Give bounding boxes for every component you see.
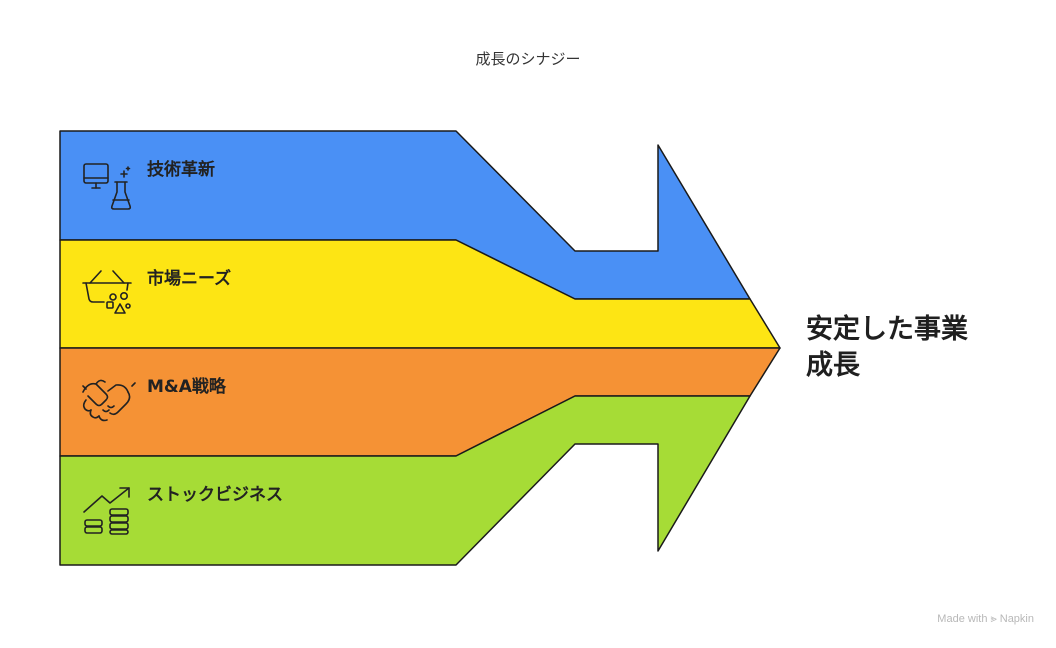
diagram-title: 成長のシナジー bbox=[475, 50, 581, 68]
band-label: ストックビジネス bbox=[147, 485, 283, 505]
band-label: 技術革新 bbox=[147, 159, 215, 180]
napkin-watermark: Made with ⪢ Napkin bbox=[937, 613, 1034, 625]
result-label: 安定した事業 成長 bbox=[806, 312, 1026, 384]
result-line-2: 成長 bbox=[806, 350, 860, 381]
computer-flask-icon bbox=[83, 163, 132, 210]
handshake-icon bbox=[82, 379, 136, 422]
band-ma: M&A戦略 bbox=[59, 347, 781, 457]
band-label: M&A戦略 bbox=[147, 376, 227, 397]
growth-coins-icon bbox=[83, 487, 130, 535]
band-shape bbox=[59, 395, 751, 566]
band-stock-business: ストックビジネス bbox=[59, 395, 751, 566]
band-label: 市場ニーズ bbox=[147, 268, 231, 289]
result-line-1: 安定した事業 bbox=[806, 314, 968, 345]
basket-shapes-icon bbox=[82, 270, 132, 314]
